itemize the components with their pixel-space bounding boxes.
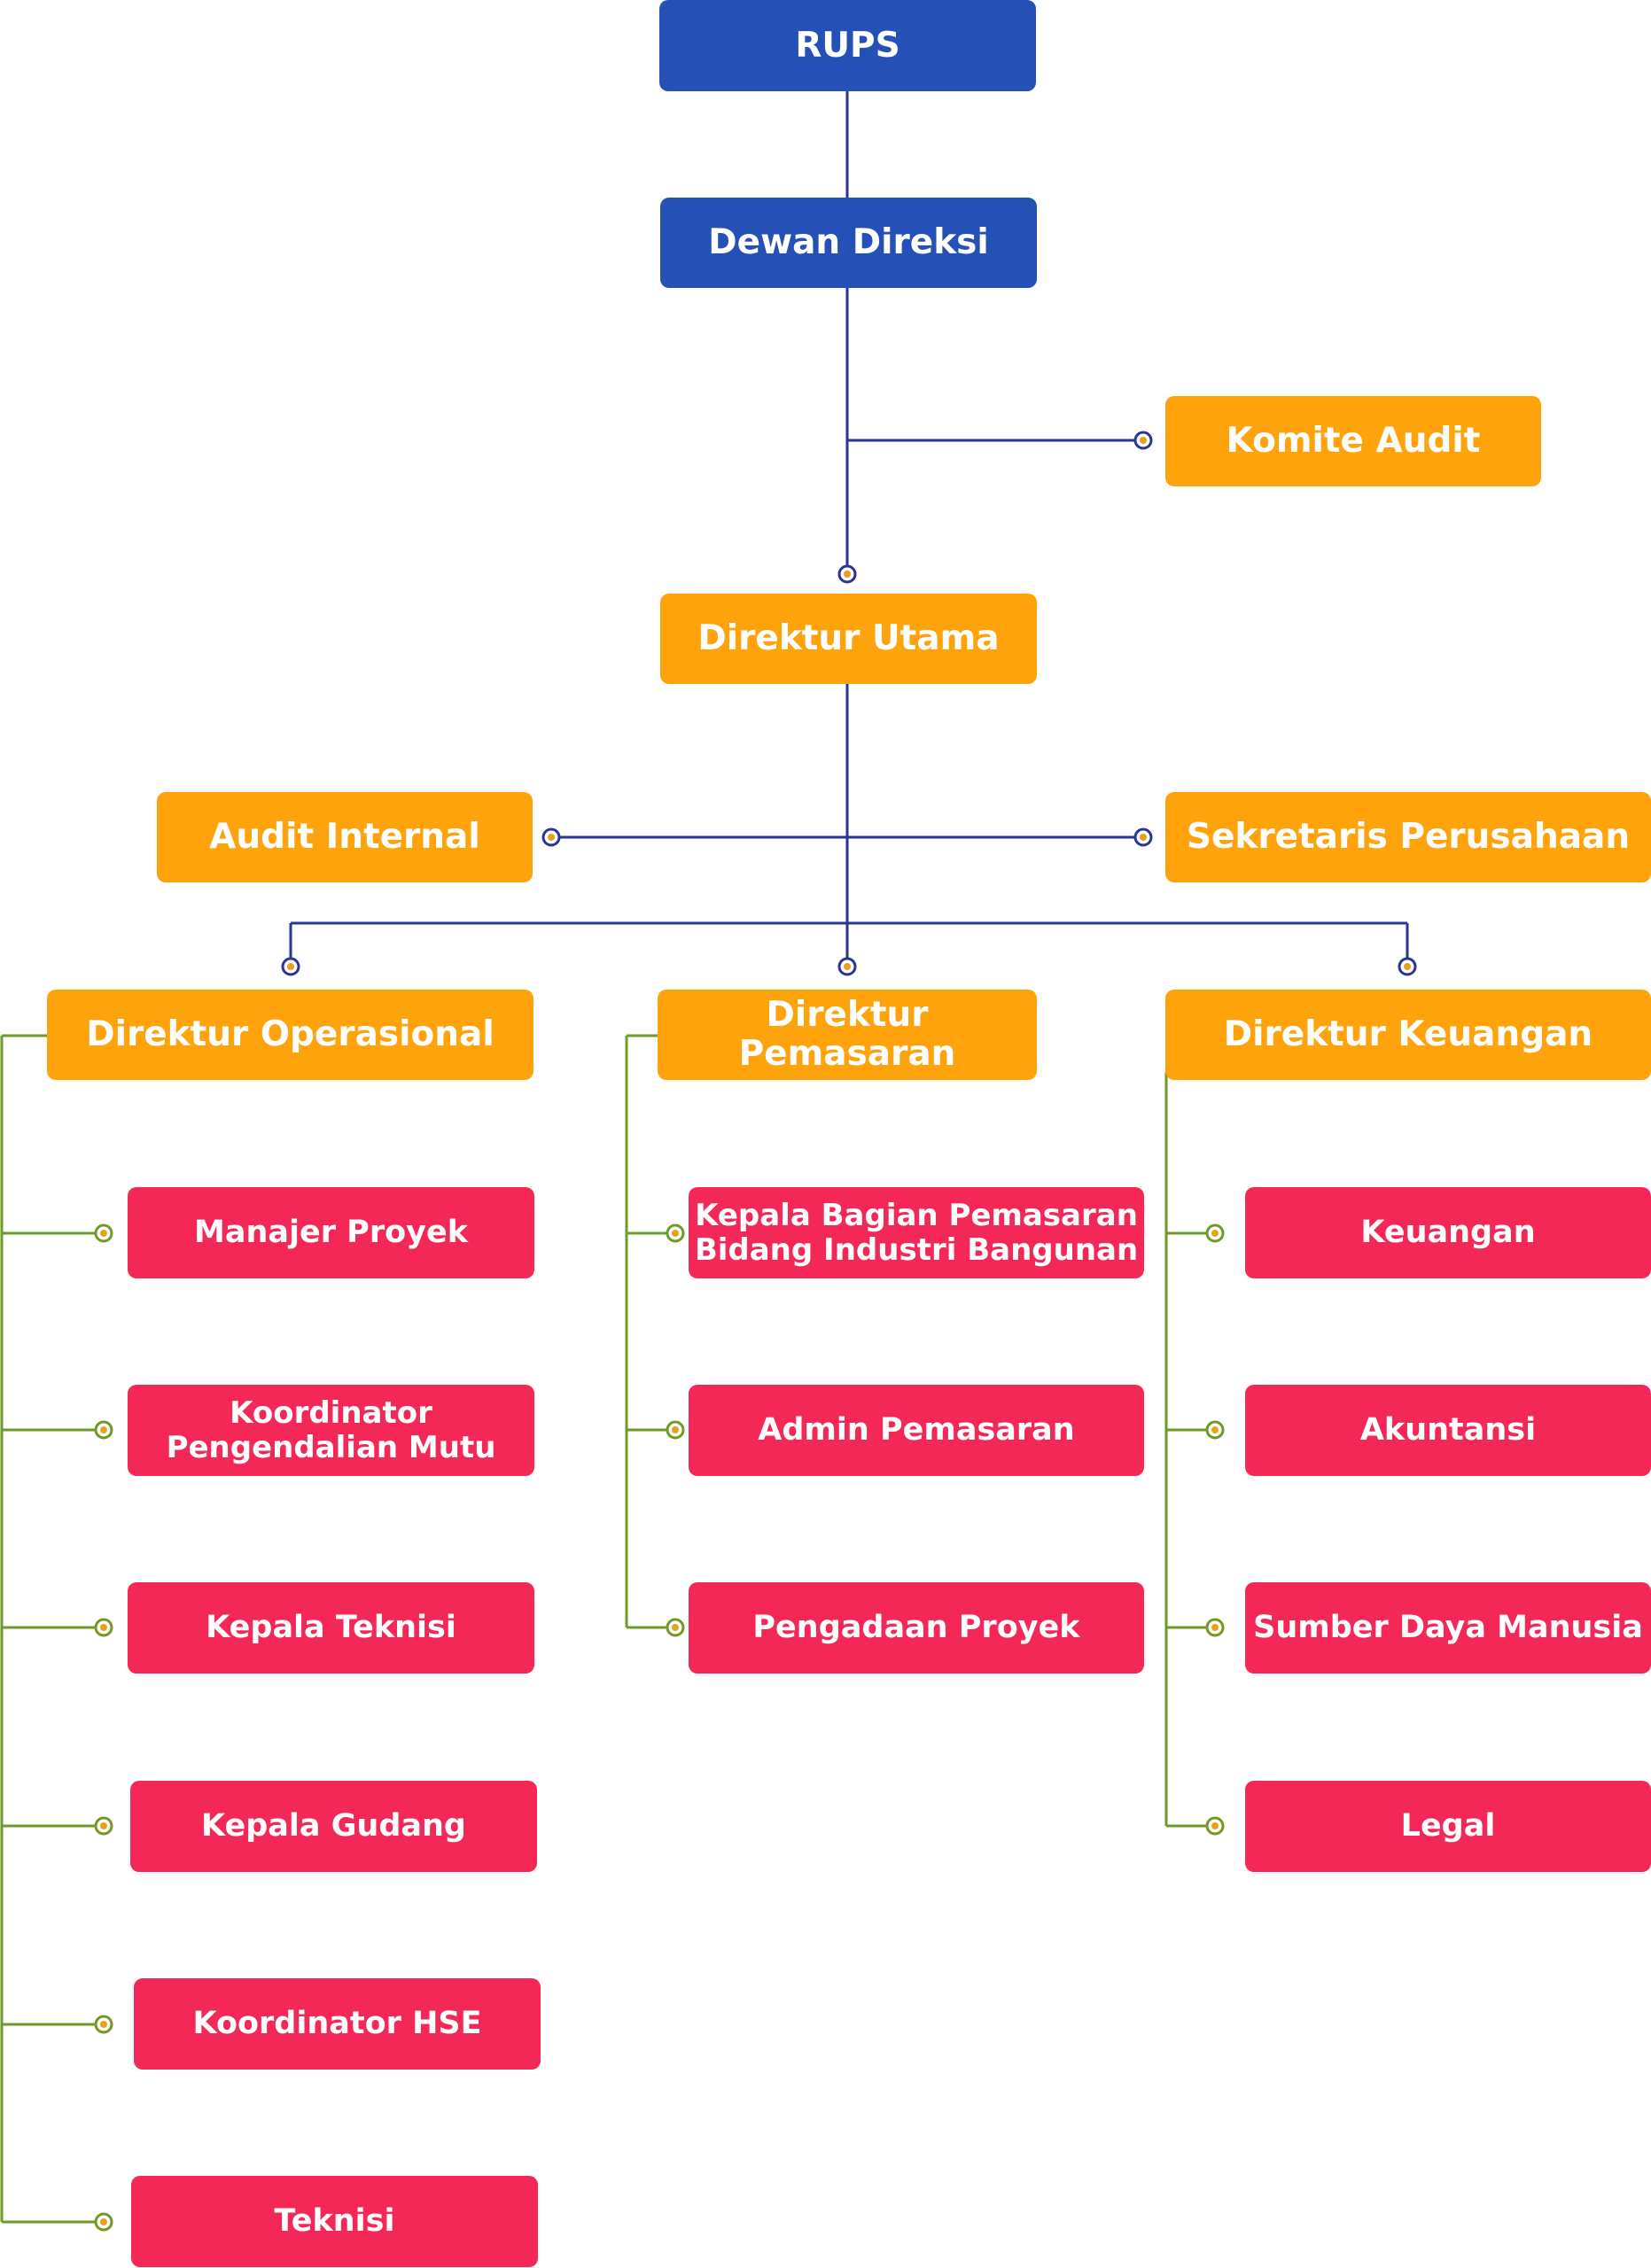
main-node-dots	[281, 431, 1417, 976]
unit-legal: Legal	[1245, 1781, 1651, 1872]
direktur-pemasaran-box: Direktur Pemasaran	[658, 990, 1037, 1080]
komite-audit-box: Komite Audit	[1165, 396, 1541, 486]
unit-pengadaan-proyek: Pengadaan Proyek	[689, 1582, 1144, 1674]
audit-internal-box: Audit Internal	[157, 792, 533, 882]
rups-box: RUPS	[659, 0, 1036, 91]
unit-kepala-bagian-pemasaran: Kepala Bagian Pemasaran Bidang Industri …	[689, 1187, 1144, 1278]
unit-kepala-teknisi: Kepala Teknisi	[128, 1582, 534, 1674]
unit-teknisi: Teknisi	[131, 2176, 538, 2267]
unit-koordinator-hse: Koordinator HSE	[134, 1978, 541, 2070]
unit-koordinator-pengendalian-mutu: Koordinator Pengendalian Mutu	[128, 1385, 534, 1476]
sekretaris-perusahaan-box: Sekretaris Perusahaan	[1165, 792, 1651, 882]
main-connectors	[289, 91, 1409, 967]
unit-keuangan: Keuangan	[1245, 1187, 1651, 1278]
direktur-utama-box: Direktur Utama	[660, 594, 1037, 684]
direktur-operasional-box: Direktur Operasional	[47, 990, 533, 1080]
branch-node-dots	[94, 1223, 1225, 2232]
unit-admin-pemasaran: Admin Pemasaran	[689, 1385, 1144, 1476]
unit-kepala-gudang: Kepala Gudang	[130, 1781, 537, 1872]
unit-manajer-proyek: Manajer Proyek	[128, 1187, 534, 1278]
dewan-direksi-box: Dewan Direksi	[660, 198, 1037, 288]
unit-sumber-daya-manusia: Sumber Daya Manusia	[1245, 1582, 1651, 1674]
direktur-keuangan-box: Direktur Keuangan	[1165, 990, 1651, 1080]
unit-akuntansi: Akuntansi	[1245, 1385, 1651, 1476]
